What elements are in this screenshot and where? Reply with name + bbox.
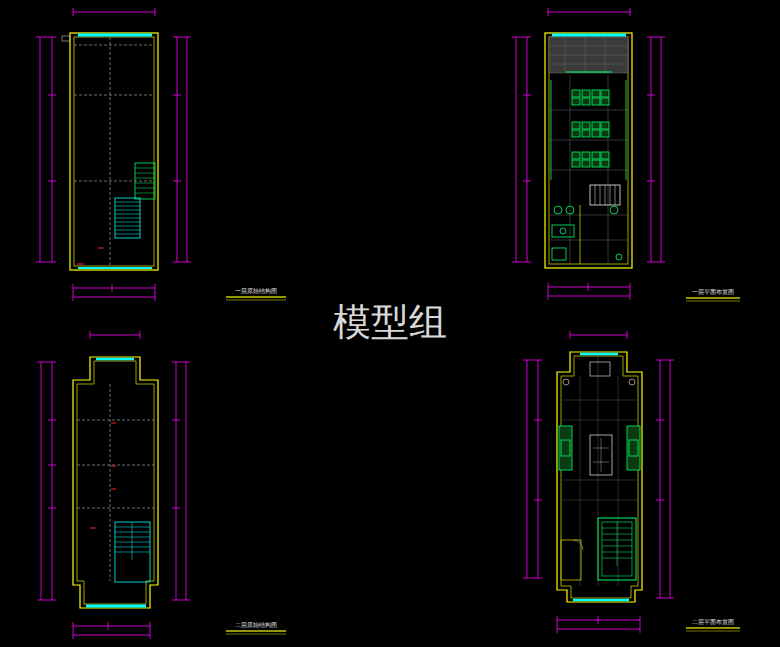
plan-3 [37,331,190,639]
plan-title: 一层原始结构图 [235,288,277,295]
plan-title: 二层原始结构图 [235,622,277,629]
plan-2 [512,8,665,300]
title-underlines [226,297,740,634]
plan-1 [36,8,191,301]
plan-title: 一层平面布置图 [692,289,734,296]
plan-title: 二层平面布置图 [692,619,734,626]
plan-4 [523,331,674,633]
watermark: 模型组 [333,302,447,344]
